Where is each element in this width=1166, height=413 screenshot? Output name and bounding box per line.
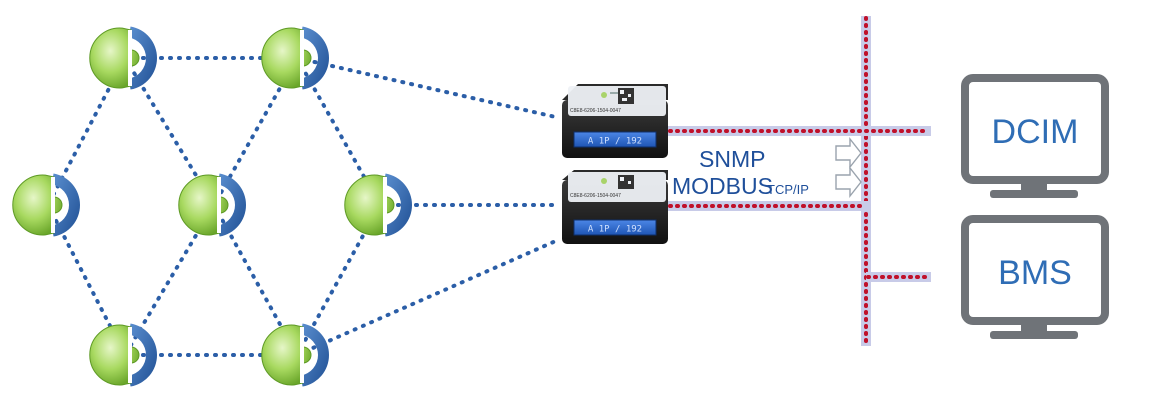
sensor-nodes xyxy=(12,26,413,387)
bus-link-gateway-1 xyxy=(668,126,931,136)
gateway-device-icon: C8E8-6206-1504-0047 A 1P / 192 xyxy=(562,170,668,244)
arrow-right-icon xyxy=(835,136,862,170)
gateway-display: A 1P / 192 xyxy=(588,225,642,235)
gateway-sticker-text: C8E8-6206-1504-0047 xyxy=(570,193,621,199)
gateway-display: A 1P / 192 xyxy=(588,137,642,147)
sensor-node-icon xyxy=(178,173,247,237)
monitor-icon: DCIM xyxy=(961,74,1109,198)
sensor-node-icon xyxy=(89,323,158,387)
monitor-label-bms: BMS xyxy=(998,254,1072,292)
monitor-label-dcim: DCIM xyxy=(992,113,1079,151)
protocol-snmp: SNMP xyxy=(699,146,765,172)
protocol-modbus: MODBUS xyxy=(672,173,773,199)
sensor-node-icon xyxy=(261,26,329,90)
sensor-node-icon xyxy=(344,173,413,237)
arrow-right-icon xyxy=(835,165,862,199)
gateway-sticker-text: C8E8-6206-1504-0047 xyxy=(570,108,621,114)
mesh-links xyxy=(46,56,562,357)
monitor-icon: BMS xyxy=(961,215,1109,339)
protocol-labels: SNMP MODBUS TCP/IP xyxy=(672,146,809,199)
sensor-node-icon xyxy=(12,173,81,237)
sensor-node-icon xyxy=(261,323,330,387)
sensor-node-icon xyxy=(89,26,157,90)
protocol-modbus-suffix: TCP/IP xyxy=(767,182,809,197)
mesh-link xyxy=(295,238,560,357)
network-bus xyxy=(668,16,931,346)
gateway-device-icon: C8E8-6206-1504-0047 A 1P / 192 xyxy=(562,84,668,158)
mesh-link xyxy=(295,56,562,120)
